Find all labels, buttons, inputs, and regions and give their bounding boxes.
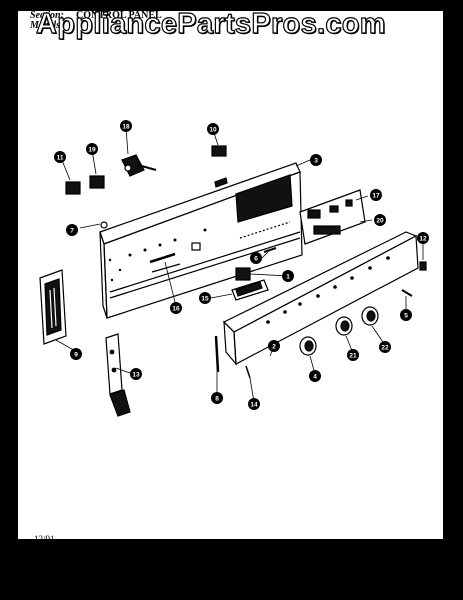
screw-head bbox=[100, 221, 108, 229]
svg-text:14: 14 bbox=[250, 401, 258, 408]
callout-15: 15 bbox=[199, 292, 211, 304]
knob-panel bbox=[222, 231, 419, 366]
model-row: Models: bbox=[30, 21, 162, 31]
infinite-switch bbox=[121, 154, 157, 177]
svg-text:21: 21 bbox=[349, 352, 357, 359]
lower-bracket bbox=[105, 333, 131, 417]
callout-16: 16 bbox=[170, 302, 182, 314]
svg-text:22: 22 bbox=[381, 344, 389, 351]
svg-text:1: 1 bbox=[286, 273, 290, 280]
svg-text:15: 15 bbox=[201, 295, 209, 302]
callout-12: 12 bbox=[417, 232, 429, 244]
svg-text:13: 13 bbox=[132, 371, 140, 378]
svg-text:16: 16 bbox=[172, 305, 180, 312]
svg-text:18: 18 bbox=[122, 123, 130, 130]
svg-text:3: 3 bbox=[314, 157, 318, 164]
pin-part bbox=[419, 261, 427, 271]
svg-text:20: 20 bbox=[376, 217, 384, 224]
svg-text:6: 6 bbox=[254, 255, 258, 262]
callout-3: 3 bbox=[310, 154, 322, 166]
svg-text:4: 4 bbox=[313, 373, 317, 380]
callout-9: 9 bbox=[70, 348, 82, 360]
svg-text:12: 12 bbox=[419, 235, 427, 242]
indicator-part bbox=[231, 279, 269, 301]
revision-date: 12/91 bbox=[34, 534, 55, 544]
left-trim bbox=[39, 269, 67, 345]
svg-text:2: 2 bbox=[272, 343, 276, 350]
screw bbox=[245, 365, 251, 379]
svg-text:11: 11 bbox=[57, 154, 64, 161]
svg-text:19: 19 bbox=[88, 146, 96, 153]
connector-part bbox=[211, 145, 227, 157]
svg-text:8: 8 bbox=[215, 395, 219, 402]
switch-part bbox=[65, 181, 81, 195]
callout-20: 20 bbox=[374, 214, 386, 226]
callout-1: 1 bbox=[282, 270, 294, 282]
callout-18: 18 bbox=[120, 120, 132, 132]
callout-4: 4 bbox=[309, 370, 321, 382]
watermark: AppliancePartsPros.com bbox=[35, 7, 386, 40]
svg-text:5: 5 bbox=[404, 312, 408, 319]
control-panel-frame bbox=[99, 162, 303, 319]
callout-2: 2 bbox=[268, 340, 280, 352]
callout-6: 6 bbox=[250, 252, 262, 264]
rod-part bbox=[214, 335, 220, 373]
svg-text:9: 9 bbox=[74, 351, 78, 358]
svg-text:17: 17 bbox=[372, 192, 380, 199]
callout-5: 5 bbox=[400, 309, 412, 321]
callout-10: 10 bbox=[207, 123, 219, 135]
timer-module bbox=[299, 189, 366, 245]
screw bbox=[401, 289, 413, 297]
callout-13: 13 bbox=[130, 368, 142, 380]
model-key: Models: bbox=[30, 20, 64, 31]
callout-19: 19 bbox=[86, 143, 98, 155]
svg-text:10: 10 bbox=[209, 126, 217, 133]
callout-21: 21 bbox=[347, 349, 359, 361]
page-header: Section: CONTROL PANEL Models: bbox=[30, 11, 162, 31]
lamp-part bbox=[235, 267, 251, 281]
knob bbox=[335, 316, 353, 336]
callout-7: 7 bbox=[66, 224, 78, 236]
section-key: Section: bbox=[30, 10, 64, 21]
switch-part bbox=[89, 175, 105, 189]
knob bbox=[361, 306, 379, 326]
callout-14: 14 bbox=[248, 398, 260, 410]
callout-8: 8 bbox=[211, 392, 223, 404]
knob bbox=[299, 336, 317, 356]
callout-11: 11 bbox=[54, 151, 66, 163]
callout-17: 17 bbox=[370, 189, 382, 201]
callout-22: 22 bbox=[379, 341, 391, 353]
screw bbox=[263, 247, 277, 253]
svg-text:7: 7 bbox=[70, 227, 74, 234]
section-title: CONTROL PANEL bbox=[76, 10, 162, 21]
section-row: Section: CONTROL PANEL bbox=[30, 11, 162, 21]
